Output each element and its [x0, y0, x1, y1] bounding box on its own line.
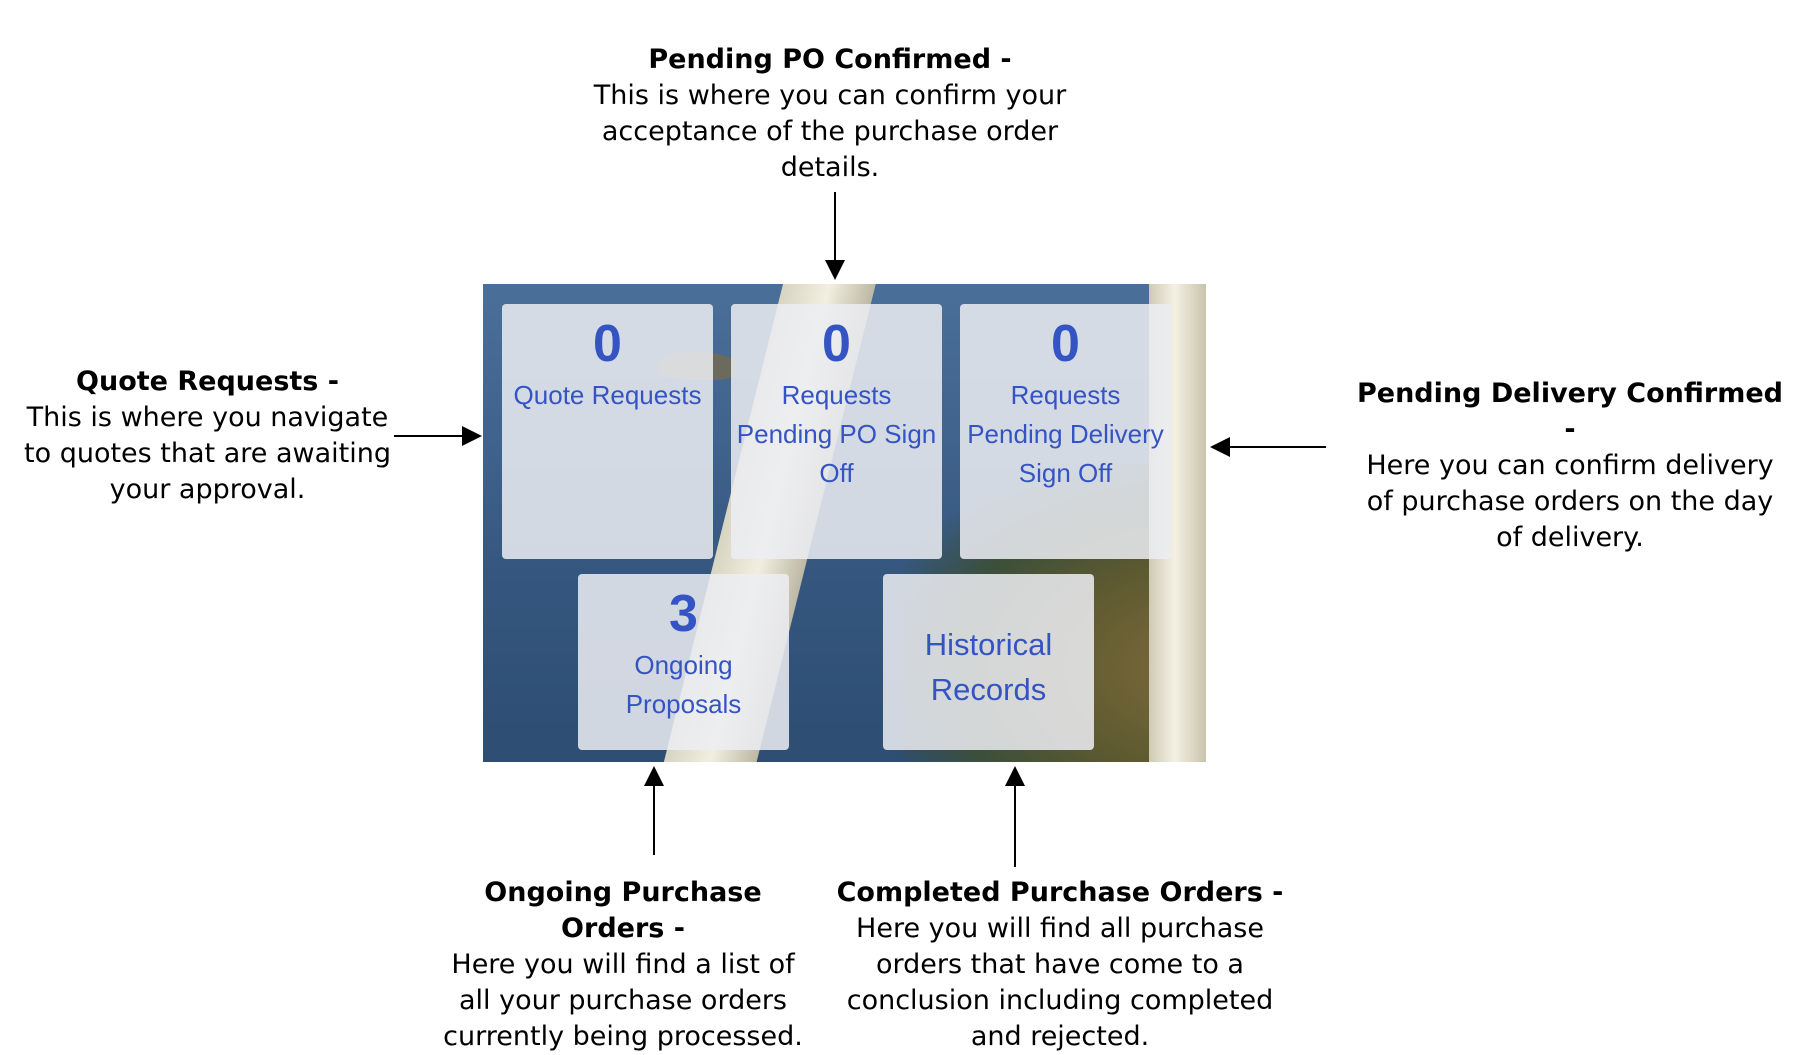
quote-requests-tile[interactable]: 0 Quote Requests — [502, 304, 713, 559]
historical-records-tile[interactable]: Historical Records — [883, 574, 1094, 750]
pending-po-annotation-title: Pending PO Confirmed - — [648, 44, 1012, 75]
pending-po-annotation: Pending PO Confirmed - This is where you… — [590, 42, 1070, 186]
pending-delivery-count: 0 — [1051, 315, 1080, 373]
ongoing-proposals-tile[interactable]: 3 Ongoing Proposals — [578, 574, 789, 750]
annotation-arrows — [394, 192, 1326, 867]
dashboard-screenshot: 0 Quote Requests 0 Requests Pending PO S… — [483, 284, 1206, 762]
completed-orders-annotation: Completed Purchase Orders - Here you wil… — [820, 875, 1300, 1055]
quote-requests-label: Quote Requests — [513, 380, 702, 410]
pending-po-tile[interactable]: 0 Requests Pending PO Sign Off — [731, 304, 942, 559]
pending-po-label: Requests Pending PO Sign Off — [736, 380, 937, 488]
pending-delivery-tile[interactable]: 0 Requests Pending Delivery Sign Off — [960, 304, 1171, 559]
historical-records-label: Historical Records — [924, 627, 1053, 707]
quote-requests-annotation: Quote Requests - This is where you navig… — [10, 364, 405, 508]
pending-delivery-annotation: Pending Delivery Confirmed - Here you ca… — [1350, 376, 1790, 556]
ongoing-proposals-label: Ongoing Proposals — [625, 650, 742, 719]
pending-delivery-label: Requests Pending Delivery Sign Off — [967, 380, 1164, 488]
quote-requests-annotation-body: This is where you navigate to quotes tha… — [24, 402, 391, 505]
pending-delivery-annotation-title: Pending Delivery Confirmed - — [1356, 378, 1783, 445]
pending-po-count: 0 — [822, 315, 851, 373]
pending-po-annotation-body: This is where you can confirm your accep… — [593, 80, 1067, 183]
completed-orders-annotation-body: Here you will find all purchase orders t… — [846, 913, 1274, 1052]
ongoing-orders-annotation-title: Ongoing Purchase Orders - — [484, 877, 762, 944]
ongoing-proposals-count: 3 — [669, 585, 698, 643]
quote-requests-count: 0 — [593, 315, 622, 373]
completed-orders-annotation-title: Completed Purchase Orders - — [836, 877, 1284, 908]
pending-delivery-annotation-body: Here you can confirm delivery of purchas… — [1366, 450, 1774, 553]
quote-requests-annotation-title: Quote Requests - — [76, 366, 339, 397]
